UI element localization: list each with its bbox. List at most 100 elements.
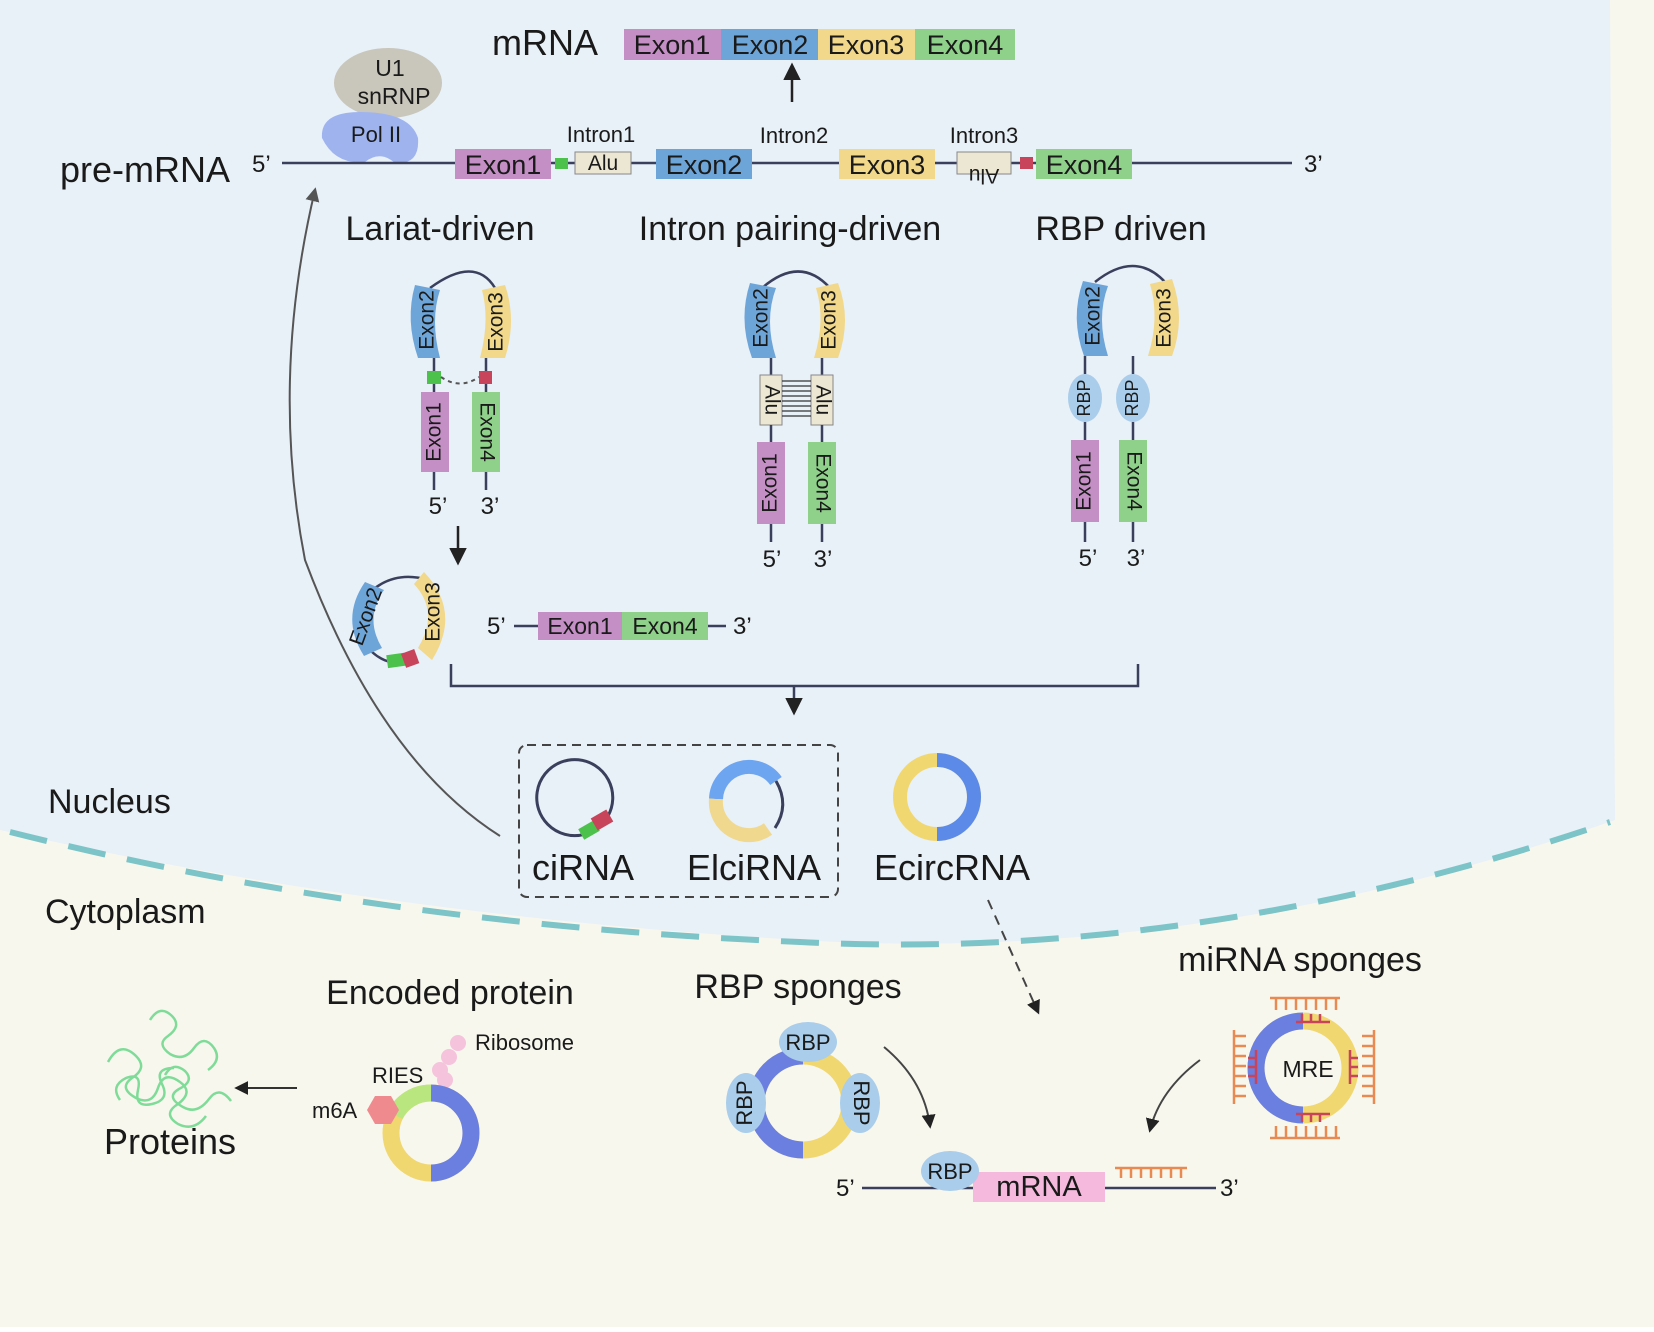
mrna-exon4 [915,29,1015,60]
mrna-exon2-label: Exon2 [732,30,809,60]
mre-sites [1248,1014,1358,1122]
linear-3prime: 3’ [733,613,752,640]
lariat-exon4-label: Exon4 [475,402,498,462]
rbp-exon4-label: Exon4 [1122,451,1145,511]
rbp-sponges-title: RBP sponges [694,968,901,1006]
pre-exon1-label: Exon1 [465,150,542,180]
pre-mrna-label: pre-mRNA [60,149,230,190]
rbp-sponge-left [726,1073,766,1133]
eicirna-circle [708,759,785,843]
pairing-5prime: 5’ [763,546,782,573]
mrna-exon1 [624,29,721,60]
pre-exon2 [656,149,752,179]
mre-label: MRE [1282,1056,1333,1082]
ecircrna-label: EcircRNA [874,847,1030,888]
pol-ii [321,112,419,164]
ecircrna-circle [893,753,981,841]
ries-label: RIES [372,1063,423,1088]
protein-squiggle [106,1009,232,1128]
nuclear-membrane [9,819,1611,948]
target-mrna-label: mRNA [996,1171,1082,1203]
mrna-exon3 [818,29,915,60]
pairing-exon3-label: Exon3 [818,290,841,350]
proteins-label: Proteins [104,1121,236,1162]
intron-pairing-hairpin: Exon2 Exon3 Alu Alu Exon1 Exon4 [744,270,845,542]
lariat-exon1-label: Exon1 [423,402,446,462]
lariat-exon3-label: Exon3 [485,292,508,352]
rbp-sponge-right-label: RBP [849,1080,874,1125]
m6a-marker [367,1096,399,1124]
rbp-sponge-top-label: RBP [785,1030,830,1055]
pairing-alu-left: Alu [760,385,783,415]
rbp-exon2-label: Exon2 [1082,286,1105,346]
linear-exon4-label: Exon4 [632,613,697,639]
lariat-driven-title: Lariat-driven [346,210,535,248]
pairing-exon2-label: Exon2 [750,288,773,348]
rbp-driven-title: RBP driven [1035,210,1206,248]
pre-exon4 [1036,149,1132,179]
linear-exon1 [538,612,622,640]
alu-label-1: Alu [588,152,618,175]
pol-ii-label: Pol II [351,122,401,147]
pre-exon3-label: Exon3 [849,150,926,180]
rbp-driven-rbp-right: RBP [1122,379,1142,416]
alu-element-2 [956,151,1012,175]
rbp-exon3-label: Exon3 [1153,288,1176,348]
pairing-exon4-label: Exon4 [811,453,834,513]
mirna-sponges-title: miRNA sponges [1178,941,1422,979]
u1-label-line2: snRNP [358,83,431,109]
cirna-label: ciRNA [532,847,634,888]
intron1-label: Intron1 [567,122,636,147]
u1-snrnp [334,48,442,118]
linear-exon4 [622,612,708,640]
splice-site-red [1020,157,1033,169]
intron3-label: Intron3 [950,123,1019,148]
lariat-3prime: 3’ [481,493,500,520]
ribosome-label: Ribosome [475,1030,574,1055]
rbp-5prime: 5’ [1079,545,1098,572]
lariat-exon2-label: Exon2 [416,290,439,350]
nucleus-background [0,0,1615,944]
rbp-driven-rbp-left: RBP [1074,379,1094,416]
linear-exon1-label: Exon1 [547,613,612,639]
rbp-sponge-left-label: RBP [732,1080,757,1125]
mirna-sponge-arrow [1145,1059,1201,1133]
target-mrna-box [973,1172,1105,1202]
pre-mrna-5prime: 5’ [252,151,271,178]
rbp-sponge-arrow [883,1046,936,1129]
target-mirna [1115,1166,1187,1178]
mirnas [1232,996,1376,1140]
alu-label-2: Alu [969,164,999,187]
nucleus-label: Nucleus [48,783,171,821]
alu-element-1 [574,151,632,175]
rbp-exon1-label: Exon1 [1073,451,1096,511]
export-arrow [987,899,1040,1015]
pre-exon2-label: Exon2 [666,150,743,180]
rbp-3prime: 3’ [1127,545,1146,572]
u1-label-line1: U1 [375,55,404,81]
intron-pairing-title: Intron pairing-driven [639,210,941,248]
encoded-protein-title: Encoded protein [326,974,574,1012]
rbp-driven-hairpin: Exon2 Exon3 RBP RBP Exon1 Exon4 [1068,264,1179,542]
target-mrna-5prime: 5’ [836,1175,855,1202]
ribosome [432,1035,466,1088]
mrna-top-label: mRNA [492,22,598,63]
mrna-exon4-label: Exon4 [927,30,1004,60]
lariat-circle-exon3-label: Exon3 [422,582,445,642]
target-rbp-label: RBP [927,1159,972,1184]
pairing-3prime: 3’ [814,546,833,573]
pairing-alu-right: Alu [811,385,834,415]
intron-retaining-box [518,744,839,898]
nuclear-return-arrow [288,187,501,837]
cirna-circle [535,758,615,840]
pre-exon4-label: Exon4 [1046,150,1123,180]
target-rbp [921,1151,979,1191]
mrna-exon3-label: Exon3 [828,30,905,60]
rbp-sponge-right [840,1073,880,1133]
mrna-exon2 [721,29,818,60]
splice-site-green [555,158,568,169]
eicirna-label: ElciRNA [687,847,821,888]
pairing-exon1-label: Exon1 [759,453,782,513]
pre-exon3 [839,149,935,179]
